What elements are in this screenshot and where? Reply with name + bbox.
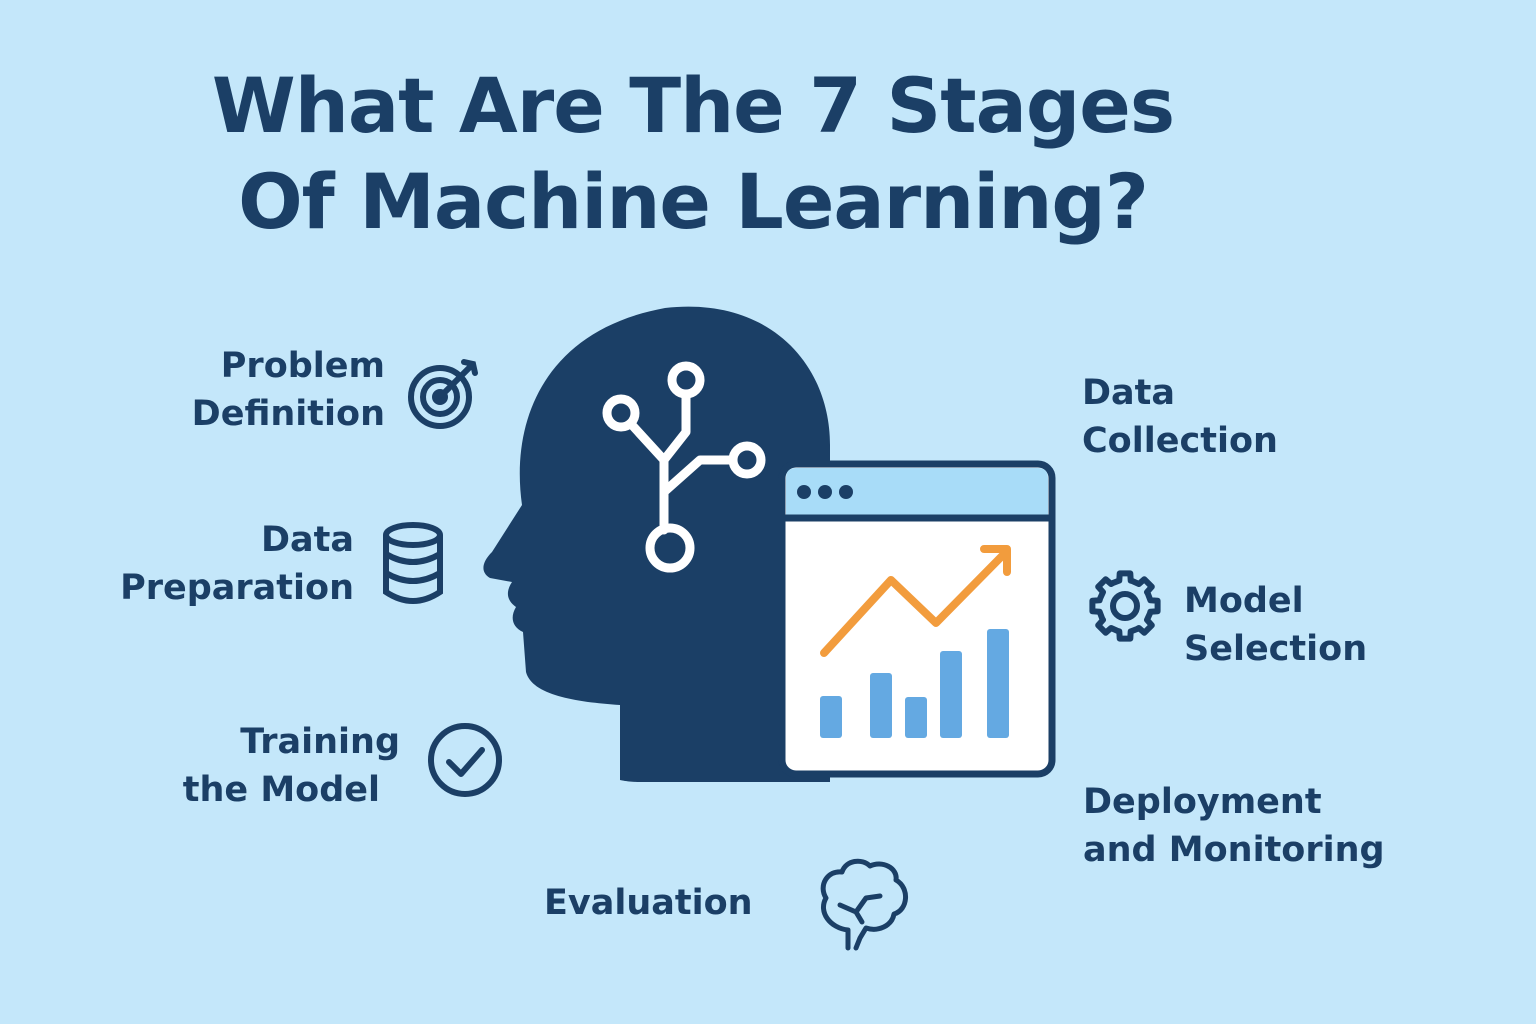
brain-icon bbox=[820, 858, 908, 951]
stage-problem-definition: Problem Definition bbox=[180, 342, 385, 438]
stage-label: Training bbox=[240, 722, 400, 762]
stage-label: Evaluation bbox=[544, 883, 753, 923]
stage-label: Preparation bbox=[120, 568, 354, 608]
stage-label: Data bbox=[1082, 373, 1176, 413]
check-circle-icon bbox=[428, 723, 502, 797]
chart-window-icon bbox=[778, 460, 1056, 778]
stage-label: Model bbox=[1184, 581, 1304, 621]
stage-evaluation: Evaluation bbox=[544, 879, 753, 927]
page-title: What Are The 7 Stages Of Machine Learnin… bbox=[0, 58, 1386, 250]
stage-deployment-and-monitoring: Deployment and Monitoring bbox=[1083, 778, 1385, 874]
bar-icon bbox=[905, 697, 927, 738]
stage-label: Problem bbox=[220, 346, 385, 386]
stage-label: Collection bbox=[1082, 421, 1278, 461]
gear-icon bbox=[1089, 570, 1161, 642]
stage-training-the-model: Training the Model bbox=[150, 718, 400, 814]
title-line-2: Of Machine Learning? bbox=[238, 157, 1149, 246]
stage-label: the Model bbox=[182, 770, 380, 810]
bar-icon bbox=[870, 673, 892, 738]
bar-icon bbox=[940, 651, 962, 738]
stage-model-selection: Model Selection bbox=[1184, 577, 1367, 673]
stage-label: and Monitoring bbox=[1083, 830, 1385, 870]
stage-data-preparation: Data Preparation bbox=[100, 516, 354, 612]
stage-label: Definition bbox=[191, 394, 385, 434]
stage-label: Data bbox=[260, 520, 354, 560]
stage-label: Deployment bbox=[1083, 782, 1322, 822]
stage-data-collection: Data Collection bbox=[1082, 369, 1278, 465]
target-icon bbox=[408, 359, 478, 429]
head-silhouette bbox=[483, 306, 830, 782]
circuit-icon bbox=[602, 361, 766, 573]
stage-label: Selection bbox=[1184, 629, 1368, 669]
database-icon bbox=[383, 522, 443, 604]
title-line-1: What Are The 7 Stages bbox=[211, 61, 1175, 150]
bar-icon bbox=[820, 696, 842, 738]
bar-icon bbox=[987, 629, 1009, 738]
